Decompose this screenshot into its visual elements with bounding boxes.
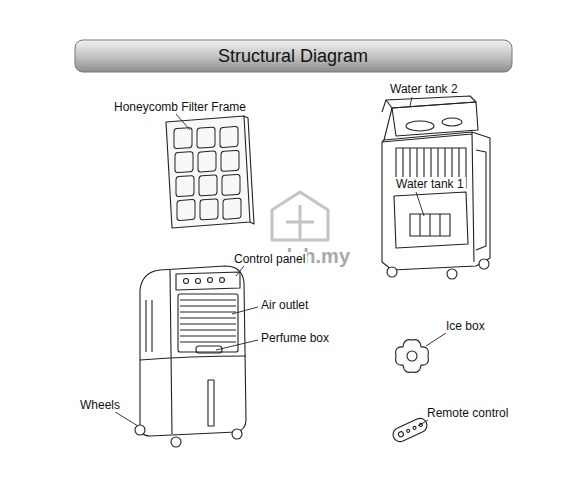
part-label: Air outlet bbox=[259, 298, 310, 312]
part-label: Remote control bbox=[425, 406, 510, 420]
diagram-title: Structural Diagram bbox=[218, 45, 368, 67]
part-label: Water tank 2 bbox=[388, 82, 460, 96]
part-label: Perfume box bbox=[259, 331, 331, 345]
filter-frame bbox=[166, 116, 254, 228]
title-bar bbox=[75, 40, 512, 72]
part-label: Honeycomb Filter Frame bbox=[112, 100, 248, 114]
ice-box bbox=[396, 340, 429, 373]
remote-control bbox=[391, 416, 430, 444]
leader-lines bbox=[112, 97, 446, 426]
part-label: Ice box bbox=[444, 319, 487, 333]
watermark-icon bbox=[272, 192, 328, 240]
part-label: Wheels bbox=[78, 398, 122, 412]
part-label: Water tank 1 bbox=[394, 177, 466, 191]
cooler-front-view bbox=[135, 266, 246, 447]
part-label: Control panel bbox=[232, 252, 307, 266]
cooler-back-view bbox=[382, 96, 490, 279]
